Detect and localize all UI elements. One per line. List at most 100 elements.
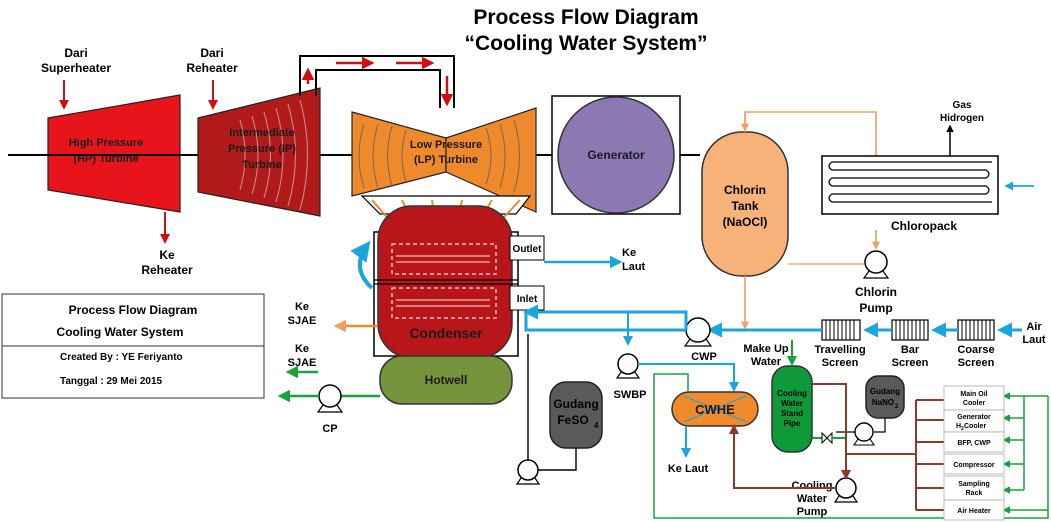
cwp-to-condenser-line (524, 312, 686, 332)
gudang-feso4-sub: 4 (594, 421, 599, 430)
swbp-to-cwhe-line (638, 363, 739, 392)
gudang-feso4: Gudang FeSO 4 (549, 381, 603, 449)
ke-sjae-2-label-b: SJAE (288, 357, 317, 369)
travelling-screen-label-1: Travelling (814, 344, 865, 356)
chlorin-pump-label-1: Chlorin (855, 285, 897, 299)
consumer-5-label-a: Sampling (958, 481, 990, 488)
diagram-title-line1: Process Flow Diagram (473, 6, 698, 29)
chloropack: Gas Hidrogen Chloropack (821, 100, 1034, 233)
ke-reheater-label-2: Reheater (141, 263, 193, 277)
outlet-ke-laut-1: Ke (622, 247, 636, 259)
consumer-air-heater: Air Heater (943, 499, 1005, 521)
air-laut-label-1: Air (1026, 321, 1042, 333)
outlet-ke-laut-2: Laut (622, 261, 646, 273)
consumer-4-label: Compressor (953, 462, 995, 469)
gas-hidrogen-label-1: Gas (953, 100, 972, 111)
standpipe-label-1: Cooling (777, 389, 807, 398)
swbp-pump: SWBP (614, 353, 647, 401)
bar-screen: Bar Screen (891, 319, 929, 369)
info-box-date: Tanggal : 29 Mei 2015 (60, 376, 163, 387)
gudang-nano2: Gudang NaNO 2 (865, 375, 905, 419)
makeup-water-label-1: Make Up (743, 343, 789, 355)
info-box-row1: Process Flow Diagram (69, 303, 198, 317)
lp-turbine: Low Pressure (LP) Turbine (351, 107, 537, 213)
cwhe-ke-laut-label: Ke Laut (668, 463, 709, 475)
coarse-screen: Coarse Screen (957, 319, 995, 369)
cp-label: CP (322, 423, 337, 435)
coarse-screen-label-2: Screen (958, 357, 995, 369)
feso4-pump (515, 459, 541, 485)
hp-turbine-label-2: (HP) Turbine (73, 153, 138, 165)
generator-label: Generator (587, 148, 645, 162)
consumer-6-label: Air Heater (957, 508, 991, 515)
travelling-screen-label-2: Screen (822, 357, 859, 369)
crossover-pipe (299, 55, 455, 108)
gudang-nano2-label-2: NaNO (872, 398, 894, 407)
standpipe-label-4: Pipe (784, 419, 801, 428)
chlorin-tank: Chlorin Tank (NaOCl) (701, 131, 789, 277)
reheater-label-1: Dari (200, 46, 223, 60)
consumer-2-sub: 2 (961, 426, 964, 432)
ip-turbine-label-3: Turbine (242, 159, 282, 171)
gudang-feso4-label-1: Gudang (553, 397, 598, 411)
consumer-sampling-rack: Sampling Rack (943, 475, 1005, 501)
ip-turbine-label-2: Pressure (IP) (228, 143, 296, 155)
nano2-pump (852, 422, 876, 446)
consumer-list: Main Oil Cooler Generator H 2 Cooler BFP… (943, 385, 1005, 521)
consumer-1-label-a: Main Oil (960, 391, 987, 398)
cw-pump-label-2: Water (797, 493, 828, 505)
bar-screen-label-2: Screen (892, 357, 929, 369)
consumer-2-label-b: H (956, 423, 961, 430)
consumer-generator-h2-cooler: Generator H 2 Cooler (943, 409, 1005, 433)
return-lines (729, 383, 944, 511)
ip-turbine: Intermediate Pressure (IP) Turbine (197, 87, 321, 217)
condenser: Condenser Outlet Inlet (350, 205, 545, 359)
chloropack-label: Chloropack (891, 219, 957, 233)
condensate-pump: CP Ke SJAE (277, 343, 380, 435)
chlorin-pump: Chlorin Pump (855, 250, 897, 315)
superheater-label-2: Superheater (41, 61, 111, 75)
superheater-label-1: Dari (64, 46, 87, 60)
ke-reheater-output: Ke Reheater (141, 212, 193, 277)
cwhe: CWHE (671, 391, 759, 427)
consumer-5-label-b: Rack (966, 490, 983, 497)
ke-sjae-1-label-a: Ke (295, 301, 309, 313)
reheater-label-2: Reheater (186, 61, 238, 75)
travelling-screen: Travelling Screen (814, 319, 866, 369)
standpipe-label-3: Stand (781, 409, 803, 418)
gas-hidrogen-label-2: Hidrogen (940, 113, 984, 124)
cwhe-label: CWHE (695, 402, 735, 417)
gudang-nano2-label-1: Gudang (870, 387, 900, 396)
chlorin-tank-label-3: (NaOCl) (723, 215, 768, 229)
hotwell: Hotwell (379, 355, 513, 405)
lp-turbine-label-1: Low Pressure (410, 139, 482, 151)
ke-sjae-2-label-a: Ke (295, 343, 309, 355)
hp-turbine: High Pressure (HP) Turbine (8, 94, 181, 213)
consumer-compressor: Compressor (943, 453, 1005, 475)
gudang-feso4-label-2: FeSO (557, 413, 588, 427)
cw-pump-label-3: Pump (797, 506, 828, 518)
reheater-input: Dari Reheater (186, 46, 238, 110)
consumer-2-label-a: Generator (957, 414, 991, 421)
cw-pump-label-1: Cooling (792, 480, 833, 492)
swbp-label: SWBP (614, 389, 647, 401)
info-box-row2: Cooling Water System (57, 325, 184, 339)
superheater-input: Dari Superheater (41, 46, 111, 110)
consumer-2-label-c: Cooler (964, 423, 986, 430)
condenser-inlet-label: Inlet (517, 294, 538, 305)
info-box-created-by: Created By : YE Feriyanto (60, 352, 183, 363)
lp-turbine-label-2: (LP) Turbine (414, 154, 478, 166)
consumer-main-oil-cooler: Main Oil Cooler (943, 385, 1005, 411)
consumer-3-label: BFP, CWP (957, 440, 991, 447)
cooling-water-stand-pipe: Cooling Water Stand Pipe (771, 365, 813, 453)
makeup-valve (812, 431, 846, 445)
ke-sjae-1-label-b: SJAE (288, 315, 317, 327)
chlorin-tank-label-2: Tank (731, 199, 758, 213)
info-box: Process Flow Diagram Cooling Water Syste… (1, 293, 265, 399)
cw-pump: CWP (683, 317, 717, 363)
ke-reheater-label-1: Ke (159, 248, 175, 262)
consumer-1-label-b: Cooler (963, 400, 985, 407)
condenser-outlet-label: Outlet (513, 244, 543, 255)
